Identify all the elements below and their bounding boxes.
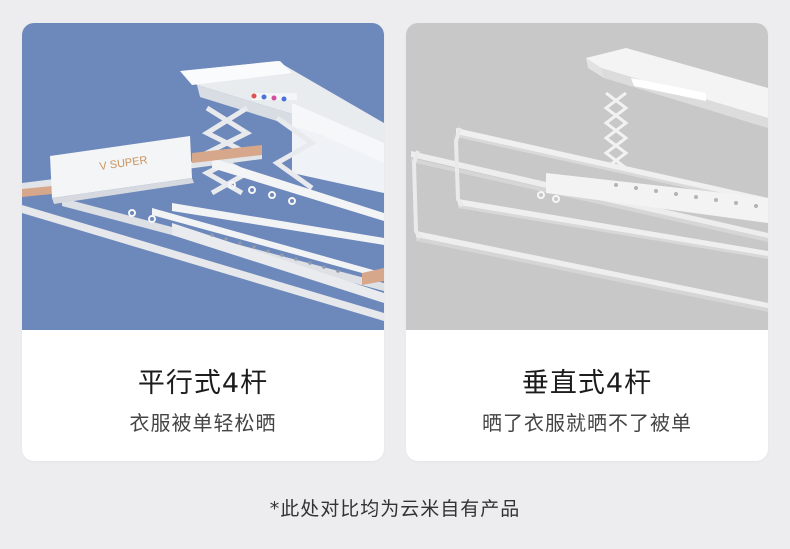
card-subtitle: 衣服被单轻松晒 [129, 411, 277, 435]
card-title: 平行式4杆 [137, 368, 269, 399]
card-title: 垂直式4杆 [521, 368, 653, 399]
hole-row [614, 183, 758, 208]
parallel-rack-illustration: V SUPER [22, 61, 384, 321]
parallel-rack-card: V SUPER 平行式4杆 衣服被单轻松晒 [22, 23, 384, 461]
center-bar [546, 173, 768, 223]
scissor-lift [603, 91, 629, 170]
parallel-rack-image: V SUPER [22, 23, 384, 330]
hanger-hooks [537, 191, 560, 203]
hanger-hooks [128, 181, 296, 223]
vertical-rack-illustration [411, 48, 768, 312]
footnote: *此处对比均为云米自有产品 [269, 498, 521, 520]
hole-row [210, 233, 340, 273]
rod-end-caps [411, 127, 464, 239]
card-subtitle: 晒了衣服就晒不了被单 [482, 411, 692, 435]
vertical-rack-card: 垂直式4杆 晒了衣服就晒不了被单 [406, 23, 768, 461]
ceiling-box [586, 48, 768, 128]
brand-box: V SUPER [50, 136, 194, 204]
motor-housing [180, 61, 384, 163]
vertical-rack-image [406, 23, 768, 330]
vertical-rods [411, 128, 768, 312]
